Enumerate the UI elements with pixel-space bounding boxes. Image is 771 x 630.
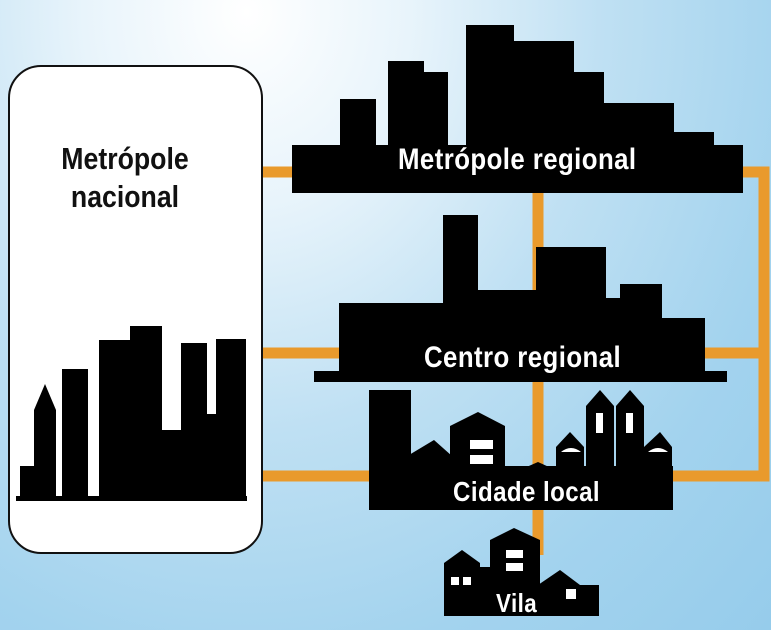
metropole-nacional-label: Metrópole nacional (43, 140, 206, 216)
cidade-local-label: Cidade local (453, 476, 601, 507)
vila-label: Vila (496, 588, 538, 618)
centro-regional-label: Centro regional (424, 341, 622, 374)
metropole-nacional-label-line1: Metrópole (61, 141, 189, 176)
metropole-nacional-skyline (16, 326, 247, 501)
connector-right-trunk (670, 166, 770, 482)
centro-regional-skyline (314, 215, 727, 382)
metropole-nacional-label-line2: nacional (70, 179, 180, 214)
metropole-regional-label: Metrópole regional (398, 143, 637, 176)
metropole-regional-skyline (292, 25, 743, 193)
vila-windows (451, 550, 576, 599)
cidade-local-windows (470, 413, 668, 464)
